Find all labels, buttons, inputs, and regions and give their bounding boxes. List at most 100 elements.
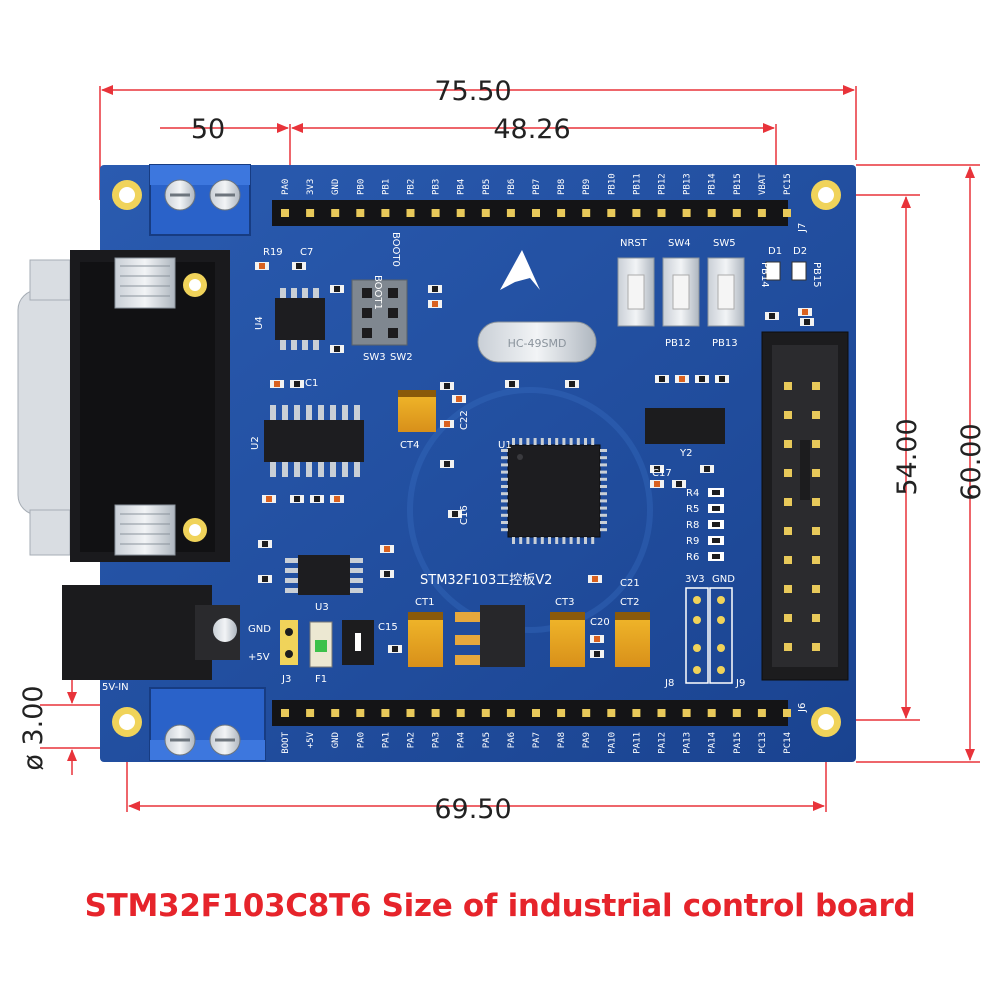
mcu-pin: [576, 438, 580, 445]
label-boot1: BOOT1: [372, 275, 383, 310]
header-pin: [757, 709, 766, 717]
label-boot0: BOOT0: [390, 232, 401, 267]
mcu-pin: [555, 537, 559, 544]
boot-jumper-block: [351, 279, 408, 346]
pin-label-pb6: PB6: [507, 179, 517, 195]
pin-label-pa6: PA6: [507, 732, 517, 748]
label-c15: C15: [378, 622, 398, 633]
smd-component-body: [704, 466, 710, 472]
dimension-lines: [40, 85, 980, 812]
pin-label-pa14: PA14: [708, 732, 718, 754]
pin-label-pa3: PA3: [432, 732, 442, 748]
mcu-pin: [600, 499, 607, 503]
mcu-pin: [501, 463, 508, 467]
mcu-pin: [576, 537, 580, 544]
label-c22: C22: [459, 410, 470, 430]
dim-overall-width: 75.50: [434, 76, 511, 107]
header-pin: [406, 709, 415, 717]
header-pin: [707, 709, 716, 717]
header-pin: [532, 709, 540, 717]
label-j-gnd: GND: [712, 574, 735, 585]
label-c17: C17: [652, 468, 672, 479]
label-r4: R4: [686, 488, 699, 499]
label-u1: U1: [498, 440, 512, 451]
smd-resistor-body: [712, 522, 720, 527]
header-pin: [607, 209, 616, 217]
mcu-pin: [600, 477, 607, 481]
label-ct2: CT2: [620, 597, 639, 608]
pin-label-pb9: PB9: [582, 179, 592, 195]
mcu-pin: [512, 537, 515, 544]
pin-label-pa8: PA8: [557, 732, 567, 748]
pin-label-pa9: PA9: [582, 732, 592, 748]
pin-label-pb2: PB2: [407, 179, 417, 195]
smd-component-body: [444, 421, 450, 427]
label-r6: R6: [686, 552, 699, 563]
header-pin: [607, 709, 616, 717]
mcu-pin: [501, 506, 508, 510]
smd-passives: [255, 262, 814, 658]
dim-overall-height: 60.00: [956, 423, 987, 500]
jtag-pin: [784, 614, 792, 622]
smd-component-body: [444, 461, 450, 467]
u3-pin: [350, 568, 363, 573]
header-pin: [557, 709, 566, 717]
jtag-pin: [812, 585, 820, 593]
top-terminal-block: [149, 164, 251, 236]
u2-pins: [270, 405, 360, 477]
pin-label-pb8: PB8: [557, 179, 567, 195]
label-3v3: 3V3: [685, 574, 705, 585]
mcu-pin: [562, 438, 566, 445]
u2-pin: [282, 405, 288, 420]
pin-label-pb7: PB7: [532, 179, 542, 195]
pin-label-pa1: PA1: [381, 732, 391, 748]
smd-component-body: [676, 481, 682, 487]
header-pin: [707, 209, 716, 217]
header-pin: [431, 709, 440, 717]
mcu-pin: [501, 528, 508, 532]
smd-component-body: [262, 541, 268, 547]
pin-label-pb5: PB5: [482, 179, 492, 195]
label-r5: R5: [686, 504, 699, 515]
header-pin: [557, 209, 566, 217]
smd-component-body: [769, 313, 775, 319]
label-ct4: CT4: [400, 440, 419, 451]
jtag-pin: [812, 411, 820, 419]
jtag-pin: [812, 469, 820, 477]
mcu-pin: [519, 438, 523, 445]
crystal-hc49: HC-49SMD: [477, 321, 597, 363]
jtag-pin: [784, 382, 792, 390]
smd-component-body: [654, 481, 660, 487]
pin-label-pb15: PB15: [733, 173, 743, 195]
u2-pin: [306, 462, 312, 477]
mcu-pin: [600, 528, 607, 532]
header-pin: [506, 209, 515, 217]
u2-pin: [318, 462, 324, 477]
header-pin: [456, 709, 465, 717]
label-j7: J7: [797, 223, 808, 233]
pin-label-pa2: PA2: [407, 732, 417, 748]
pin-label-gnd: GND: [331, 732, 341, 748]
label-sw2: SW2: [390, 352, 413, 363]
label-sw4: SW4: [668, 238, 691, 249]
u3-pin: [285, 568, 298, 573]
u2-pin: [342, 405, 348, 420]
label-c20: C20: [590, 617, 610, 628]
mcu-pin: [501, 456, 508, 460]
u2-pin: [318, 405, 324, 420]
header-pin: [506, 709, 515, 717]
jtag-pin: [812, 527, 820, 535]
mcu-pin: [519, 537, 523, 544]
header-pin: [582, 709, 591, 717]
u2-pin: [294, 405, 300, 420]
mcu-pin: [555, 438, 559, 445]
label-sw3: SW3: [363, 352, 386, 363]
u4-pin: [280, 340, 286, 350]
u2-pin: [342, 462, 348, 477]
label-ct3: CT3: [555, 597, 574, 608]
pin-label-pb0: PB0: [356, 179, 366, 195]
header-pin: [481, 209, 490, 217]
dim-hole-span-width: 69.50: [434, 794, 511, 825]
jtag-pin: [784, 527, 792, 535]
